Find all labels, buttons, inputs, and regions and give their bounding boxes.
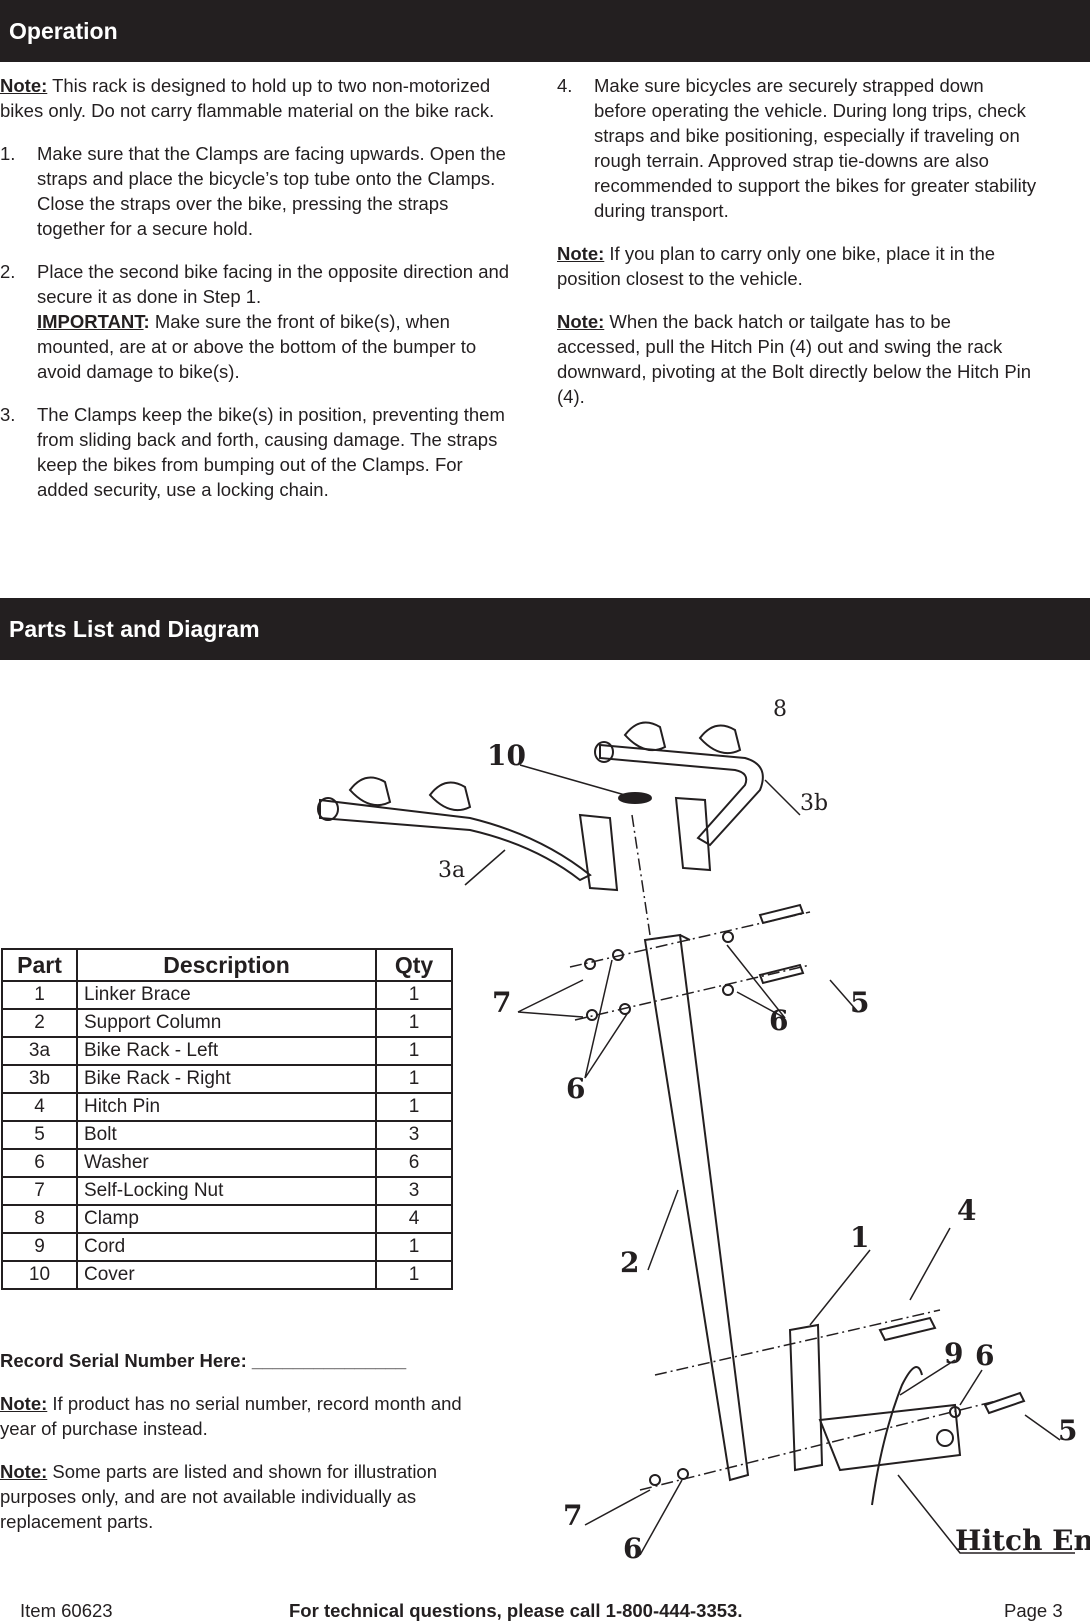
header-qty: Qty (375, 948, 453, 982)
operation-header: Operation (0, 0, 1090, 62)
callout-6b: 6 (566, 1072, 585, 1105)
callout-9: 9 (944, 1337, 963, 1370)
callout-7b: 7 (563, 1499, 582, 1532)
parts-notes: Record Serial Number Here: _____________… (0, 1348, 490, 1552)
note-hatch: Note: When the back hatch or tailgate ha… (557, 311, 1032, 407)
note-one-bike: Note: If you plan to carry only one bike… (557, 243, 996, 289)
callout-6c: 6 (975, 1339, 994, 1372)
step-2: 2.Place the second bike facing in the op… (0, 261, 510, 382)
note-serial: Note: If product has no serial number, r… (0, 1393, 462, 1439)
callout-5b: 5 (1058, 1414, 1077, 1447)
footer-item: Item 60623 (20, 1600, 113, 1621)
callout-hitch-end: Hitch End (955, 1524, 1090, 1557)
note-illustration: Note: Some parts are listed and shown fo… (0, 1461, 438, 1532)
step-4: 4.Make sure bicycles are securely strapp… (557, 75, 1037, 221)
footer-tech-line: For technical questions, please call 1-8… (289, 1600, 743, 1621)
callout-1: 1 (850, 1221, 869, 1254)
important-label: IMPORTANT (37, 311, 144, 332)
step-1: 1.Make sure that the Clamps are facing u… (0, 143, 506, 239)
step-3: 3.The Clamps keep the bike(s) in positio… (0, 404, 505, 500)
header-part: Part (1, 948, 78, 982)
parts-title: Parts List and Diagram (9, 616, 260, 642)
operation-right-column: 4.Make sure bicycles are securely strapp… (557, 73, 1037, 427)
callout-3b: 3b (800, 791, 828, 816)
callout-5a: 5 (850, 986, 869, 1019)
note-capacity: Note: This rack is designed to hold up t… (0, 75, 495, 121)
parts-header: Parts List and Diagram (0, 598, 1090, 660)
callout-7a: 7 (492, 986, 511, 1019)
note-label: Note: (0, 75, 48, 96)
table-header-row: Part Description Qty (1, 948, 453, 982)
operation-left-column: Note: This rack is designed to hold up t… (0, 73, 510, 520)
callout-6a: 6 (769, 1004, 788, 1037)
callout-2: 2 (620, 1246, 639, 1279)
header-description: Description (76, 948, 377, 982)
exploded-diagram: 10 7 5 6 6 4 1 2 9 6 5 7 6 Hitch End 8 3… (317, 697, 1090, 1560)
serial-record: Record Serial Number Here: _____________… (0, 1350, 407, 1371)
callout-4: 4 (957, 1194, 976, 1227)
operation-title: Operation (9, 18, 118, 44)
callout-8: 8 (773, 697, 787, 722)
callout-10: 10 (487, 739, 526, 772)
callout-3a: 3a (438, 858, 465, 883)
footer-page: Page 3 (1004, 1600, 1063, 1621)
callout-6d: 6 (623, 1532, 642, 1560)
